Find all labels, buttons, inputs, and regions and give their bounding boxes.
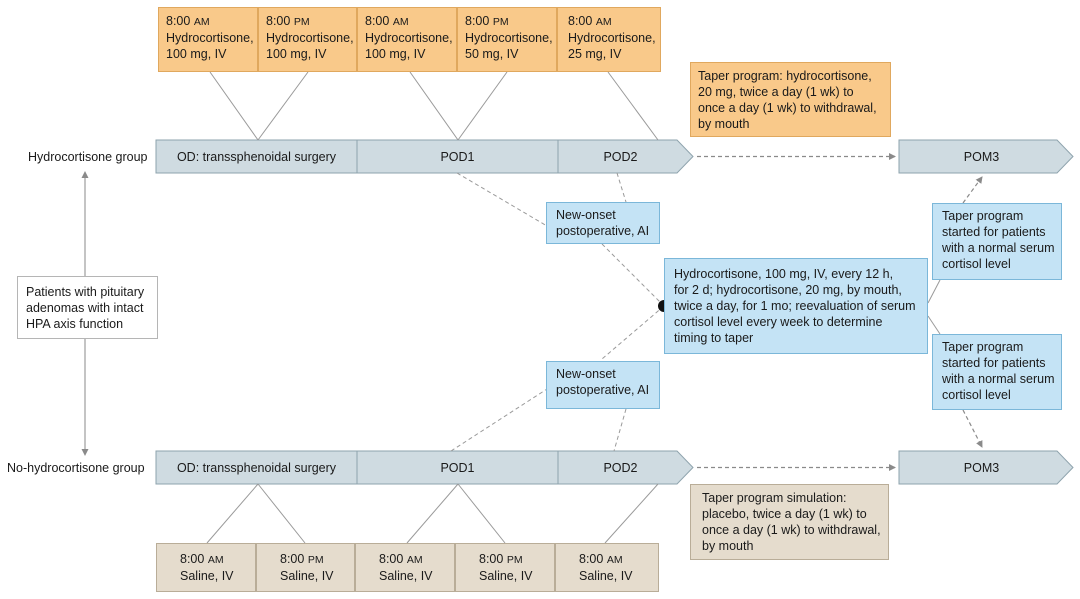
note-line: cortisol level every week to determine (674, 315, 883, 329)
saline-time: 8:00 AM (579, 552, 623, 566)
note-line: twice a day, for 1 mo; reevaluation of s… (674, 299, 916, 313)
note-line: timing to taper (674, 331, 754, 345)
dose-time: 8:00 AM (568, 14, 612, 28)
timeline-label-pod2: POD2 (603, 461, 638, 475)
saline-connectors-bottom (206, 483, 659, 544)
note-line: HPA axis function (26, 317, 124, 331)
timeline-segment-pod2 (557, 450, 694, 485)
note-line: postoperative, AI (556, 383, 650, 397)
taper-program-note: Taper program: hydrocortisone, 20 mg, tw… (690, 62, 891, 137)
note-line: adenomas with intact (26, 301, 144, 315)
patients-box: Patients with pituitary adenomas with in… (17, 276, 158, 339)
note-line: New-onset (556, 208, 616, 222)
dose-time: 8:00 AM (166, 14, 210, 28)
dashed-arrows-to-pom3 (697, 153, 896, 471)
dose-time: 8:00 PM (266, 14, 310, 28)
saline-box: 8:00 AM Saline, IV (555, 543, 659, 592)
note-line: started for patients (942, 225, 1046, 239)
timeline-label-od: OD: transsphenoidal surgery (176, 461, 337, 475)
dose-drug: Hydrocortisone, (568, 31, 656, 45)
no-hydrocortisone-group-label: No-hydrocortisone group (7, 461, 145, 475)
saline-box: 8:00 PM Saline, IV (256, 543, 355, 592)
timeline-segment-pod2 (557, 139, 694, 174)
dashed-convergence-lines (450, 172, 665, 452)
note-line: for 2 d; hydrocortisone, 20 mg, by mouth… (674, 283, 902, 297)
saline-drug: Saline, IV (280, 569, 334, 583)
dose-box: 8:00 AM Hydrocortisone, 100 mg, IV (158, 7, 258, 72)
saline-drug: Saline, IV (579, 569, 633, 583)
dose-box: 8:00 PM Hydrocortisone, 100 mg, IV (258, 7, 357, 72)
timeline-label-pom3: POM3 (963, 461, 1000, 475)
note-line: postoperative, AI (556, 224, 650, 238)
saline-box: 8:00 AM Saline, IV (355, 543, 455, 592)
dose-drug: Hydrocortisone, (166, 31, 254, 45)
note-line: placebo, twice a day (1 wk) to (702, 507, 867, 521)
timeline-label-od: OD: transsphenoidal surgery (176, 150, 337, 164)
timeline-label-pod1: POD1 (440, 461, 475, 475)
dose-box: 8:00 AM Hydrocortisone, 100 mg, IV (357, 7, 457, 72)
saline-time: 8:00 PM (479, 552, 523, 566)
taper-started-note: Taper program started for patients with … (932, 203, 1062, 280)
note-line: Taper program simulation: (702, 491, 847, 505)
saline-box: 8:00 PM Saline, IV (455, 543, 555, 592)
note-line: with a normal serum (942, 372, 1055, 386)
timeline-label-pom3: POM3 (963, 150, 1000, 164)
dose-box: 8:00 AM Hydrocortisone, 25 mg, IV (557, 7, 661, 72)
note-line: started for patients (942, 356, 1046, 370)
note-line: Taper program: hydrocortisone, (698, 69, 872, 83)
note-line: cortisol level (942, 388, 1011, 402)
new-onset-ai-note: New-onset postoperative, AI (546, 361, 660, 409)
dose-amount: 25 mg, IV (568, 47, 622, 61)
hydrocortisone-timeline (155, 139, 1074, 174)
dose-drug: Hydrocortisone, (266, 31, 354, 45)
note-line: 20 mg, twice a day (1 wk) to (698, 85, 854, 99)
dose-drug: Hydrocortisone, (365, 31, 453, 45)
timeline-label-pod2: POD2 (603, 150, 638, 164)
note-line: with a normal serum (942, 241, 1055, 255)
timeline-segment-pom3 (898, 450, 1074, 485)
treatment-to-taper-lines (927, 279, 941, 335)
dose-amount: 100 mg, IV (365, 47, 426, 61)
note-line: by mouth (698, 117, 750, 131)
saline-drug: Saline, IV (180, 569, 234, 583)
note-line: New-onset (556, 367, 616, 381)
saline-box: 8:00 AM Saline, IV (156, 543, 256, 592)
dose-time: 8:00 PM (465, 14, 509, 28)
saline-time: 8:00 PM (280, 552, 324, 566)
saline-time: 8:00 AM (379, 552, 423, 566)
dose-connectors-top (209, 71, 659, 141)
saline-drug: Saline, IV (379, 569, 433, 583)
note-line: once a day (1 wk) to withdrawal, (702, 523, 881, 537)
dose-box: 8:00 PM Hydrocortisone, 50 mg, IV (457, 7, 557, 72)
note-line: cortisol level (942, 257, 1011, 271)
taper-to-pom3-arrows (962, 176, 983, 448)
dose-amount: 100 mg, IV (266, 47, 327, 61)
saline-drug: Saline, IV (479, 569, 533, 583)
note-line: Taper program (942, 209, 1024, 223)
hydrocortisone-group-label: Hydrocortisone group (28, 150, 148, 164)
saline-time: 8:00 AM (180, 552, 224, 566)
new-onset-ai-note: New-onset postoperative, AI (546, 202, 660, 244)
timeline-segment-pom3 (898, 139, 1074, 174)
dose-time: 8:00 AM (365, 14, 409, 28)
dose-drug: Hydrocortisone, (465, 31, 553, 45)
dose-amount: 100 mg, IV (166, 47, 227, 61)
dose-amount: 50 mg, IV (465, 47, 519, 61)
timeline-label-pod1: POD1 (440, 150, 475, 164)
note-line: by mouth (702, 539, 754, 553)
taper-started-note: Taper program started for patients with … (932, 334, 1062, 410)
taper-simulation-note: Taper program simulation: placebo, twice… (690, 484, 889, 560)
note-line: Patients with pituitary (26, 285, 145, 299)
note-line: Taper program (942, 340, 1024, 354)
treatment-note: Hydrocortisone, 100 mg, IV, every 12 h, … (664, 258, 928, 354)
note-line: Hydrocortisone, 100 mg, IV, every 12 h, (674, 267, 894, 281)
no-hydrocortisone-timeline (155, 450, 1074, 485)
note-line: once a day (1 wk) to withdrawal, (698, 101, 877, 115)
